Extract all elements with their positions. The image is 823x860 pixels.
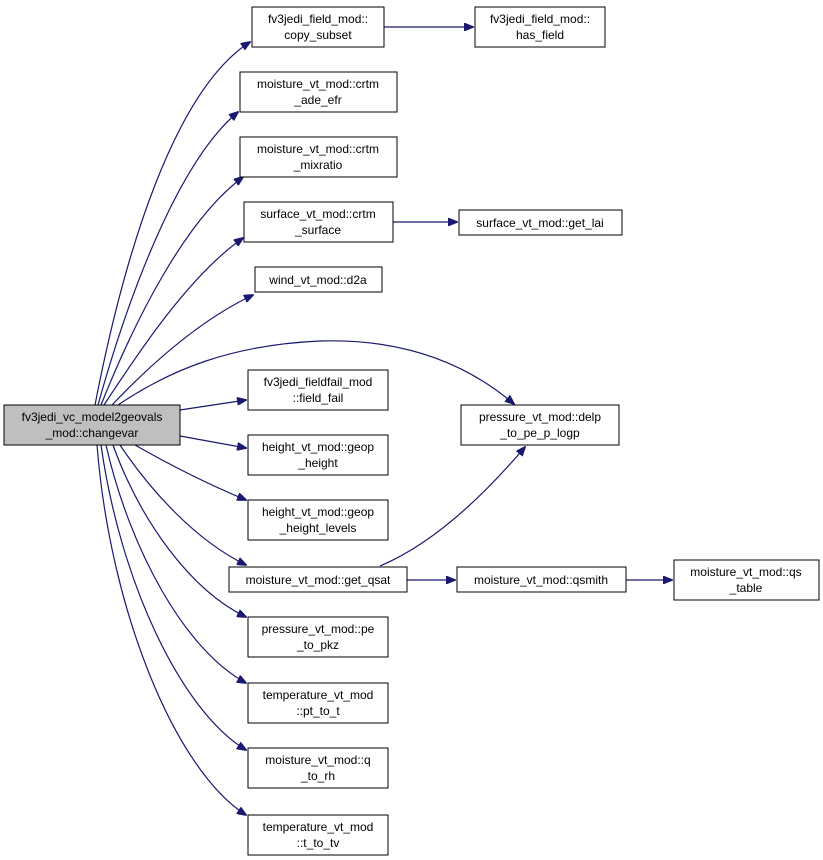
node-crtm-ade-efr[interactable]: moisture_vt_mod::crtm _ade_efr	[239, 71, 398, 113]
node-crtm-mixratio-line1: moisture_vt_mod::crtm	[257, 142, 379, 156]
node-geop-height[interactable]: height_vt_mod::geop _height	[247, 434, 389, 476]
edge-get-qsat-delp-to-pe	[379, 447, 525, 567]
edge-root-t-to-tv	[96, 444, 246, 815]
node-get-qsat-label: moisture_vt_mod::get_qsat	[246, 573, 391, 587]
node-d2a-label: wind_vt_mod::d2a	[268, 273, 367, 287]
node-qs-table-line2: _table	[729, 581, 763, 595]
node-q-to-rh-line1: moisture_vt_mod::q	[265, 753, 370, 767]
edge-root-geop-height	[179, 435, 246, 448]
node-q-to-rh[interactable]: moisture_vt_mod::q _to_rh	[247, 747, 389, 789]
edge-root-d2a	[111, 295, 253, 406]
edges	[94, 27, 672, 815]
node-crtm-ade-efr-line1: moisture_vt_mod::crtm	[257, 77, 379, 91]
node-geop-height-levels-line1: height_vt_mod::geop	[262, 505, 374, 519]
node-qsmith-label: moisture_vt_mod::qsmith	[474, 573, 608, 587]
edge-root-crtm-surface	[103, 238, 243, 406]
node-field-fail[interactable]: fv3jedi_fieldfail_mod ::field_fail	[247, 369, 389, 411]
node-root-line2: _mod::changevar	[45, 426, 139, 440]
node-root-line1: fv3jedi_vc_model2geovals	[22, 410, 163, 424]
node-qs-table-line1: moisture_vt_mod::qs	[690, 565, 801, 579]
nodes: fv3jedi_vc_model2geovals _mod::changevar…	[3, 6, 820, 856]
node-delp-to-pe[interactable]: pressure_vt_mod::delp _to_pe_p_logp	[460, 404, 620, 446]
edge-root-pt-to-t	[105, 444, 246, 683]
node-pe-to-pkz-line2: _to_pkz	[296, 638, 339, 652]
node-has-field[interactable]: fv3jedi_field_mod:: has_field	[474, 6, 606, 48]
node-delp-to-pe-line1: pressure_vt_mod::delp	[479, 410, 601, 424]
node-pt-to-t[interactable]: temperature_vt_mod ::pt_to_t	[247, 682, 389, 724]
node-has-field-line2: has_field	[516, 28, 564, 42]
node-copy-subset-line1: fv3jedi_field_mod::	[268, 12, 368, 26]
edge-root-crtm-mixratio	[100, 177, 243, 406]
node-root[interactable]: fv3jedi_vc_model2geovals _mod::changevar	[3, 404, 181, 446]
node-t-to-tv[interactable]: temperature_vt_mod ::t_to_tv	[247, 814, 389, 856]
node-copy-subset[interactable]: fv3jedi_field_mod:: copy_subset	[251, 6, 385, 48]
node-pt-to-t-line1: temperature_vt_mod	[263, 688, 374, 702]
node-field-fail-line1: fv3jedi_fieldfail_mod	[264, 375, 373, 389]
node-get-lai-label: surface_vt_mod::get_lai	[476, 216, 603, 230]
node-qsmith[interactable]: moisture_vt_mod::qsmith	[456, 566, 627, 593]
edge-root-q-to-rh	[100, 444, 246, 750]
node-pe-to-pkz-line1: pressure_vt_mod::pe	[262, 622, 375, 636]
edge-root-delp-to-pe	[117, 340, 514, 405]
node-d2a[interactable]: wind_vt_mod::d2a	[254, 266, 383, 293]
node-geop-height-levels-line2: _height_levels	[279, 521, 357, 535]
node-get-lai[interactable]: surface_vt_mod::get_lai	[458, 209, 623, 236]
edge-root-copy-subset	[94, 42, 250, 406]
node-crtm-ade-efr-line2: _ade_efr	[293, 93, 341, 107]
node-t-to-tv-line1: temperature_vt_mod	[263, 820, 374, 834]
node-q-to-rh-line2: _to_rh	[300, 769, 335, 783]
node-copy-subset-line2: copy_subset	[284, 28, 352, 42]
edge-root-field-fail	[179, 400, 246, 411]
node-pt-to-t-line2: ::pt_to_t	[296, 704, 340, 718]
node-crtm-surface-line1: surface_vt_mod::crtm	[260, 207, 375, 221]
node-crtm-mixratio[interactable]: moisture_vt_mod::crtm _mixratio	[239, 136, 398, 178]
node-geop-height-levels[interactable]: height_vt_mod::geop _height_levels	[247, 499, 389, 541]
node-crtm-surface[interactable]: surface_vt_mod::crtm _surface	[243, 201, 394, 243]
node-crtm-mixratio-line2: _mixratio	[293, 158, 343, 172]
node-delp-to-pe-line2: _to_pe_p_logp	[499, 426, 580, 440]
edge-root-crtm-ade-efr	[97, 112, 238, 406]
node-get-qsat[interactable]: moisture_vt_mod::get_qsat	[228, 566, 408, 593]
node-crtm-surface-line2: _surface	[294, 223, 341, 237]
edge-root-geop-height-levels	[134, 444, 246, 500]
node-has-field-line1: fv3jedi_field_mod::	[490, 12, 590, 26]
node-geop-height-line1: height_vt_mod::geop	[262, 440, 374, 454]
node-pe-to-pkz[interactable]: pressure_vt_mod::pe _to_pkz	[247, 616, 389, 658]
edge-root-get-qsat	[119, 444, 246, 565]
node-geop-height-line2: _height	[297, 456, 338, 470]
node-field-fail-line2: ::field_fail	[293, 391, 344, 405]
edge-root-pe-to-pkz	[112, 444, 246, 617]
node-qs-table[interactable]: moisture_vt_mod::qs _table	[673, 559, 820, 601]
node-t-to-tv-line2: ::t_to_tv	[297, 836, 340, 850]
